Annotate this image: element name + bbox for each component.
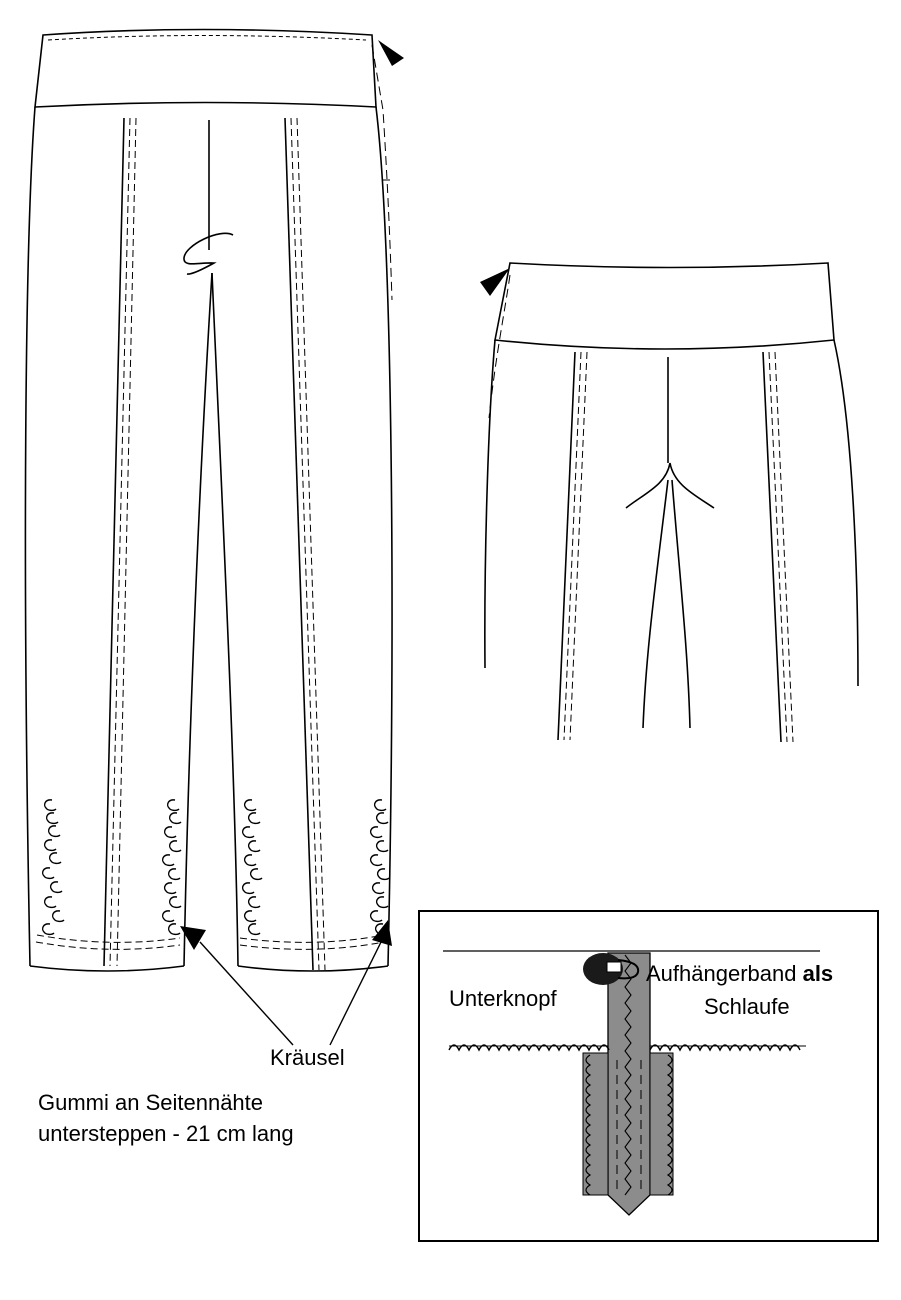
- notch-marker-front: [378, 40, 404, 66]
- gathers-front-left-inner: [161, 799, 182, 936]
- front-right-side-seam: [375, 106, 393, 967]
- front-panel-seam-left: [103, 117, 125, 967]
- elastic-instruction-note: Gummi an Seitennähte untersteppen - 21 c…: [38, 1090, 294, 1146]
- gathers-front-right-inner: [241, 799, 263, 936]
- front-waistband: [34, 28, 377, 108]
- hanging-loop: [617, 959, 640, 980]
- unterknopf-label: Unterknopf: [449, 986, 557, 1011]
- detail-box: [418, 910, 879, 1242]
- aufhaengerband-text: Aufhängerband: [646, 961, 803, 986]
- zigzag-stitch: [624, 954, 632, 1196]
- back-left-side-seam: [484, 339, 496, 669]
- back-inseam-left: [642, 479, 669, 729]
- schlaufe-label: Schlaufe: [704, 994, 790, 1019]
- seat-curve: [625, 462, 715, 509]
- front-hem-right: [237, 965, 389, 972]
- back-inseam-right: [671, 479, 691, 729]
- front-inseam-right: [211, 272, 239, 967]
- front-left-side-seam: [24, 106, 36, 967]
- front-view-trousers: [24, 28, 393, 972]
- front-hem-left: [29, 965, 185, 972]
- kraeusel-pointers: [180, 920, 392, 1046]
- gathers-front-right-outer: [369, 799, 390, 936]
- back-panel-seam-left: [557, 351, 576, 741]
- fly-curve: [183, 232, 234, 275]
- notch-marker-back: [480, 268, 510, 296]
- back-panel-seam-right: [762, 351, 782, 743]
- als-text: als: [802, 961, 834, 986]
- back-right-side-seam: [833, 339, 859, 687]
- aufhaengerband-label: Aufhängerband als: [646, 961, 833, 987]
- back-waistband: [494, 262, 835, 350]
- front-panel-seam-right: [284, 117, 314, 971]
- kraeusel-label: Kräusel: [270, 1045, 345, 1070]
- back-view-trousers: [484, 262, 859, 743]
- gathers-front-left-outer: [41, 799, 65, 936]
- front-inseam-left: [183, 272, 213, 967]
- button-icon: [583, 953, 623, 985]
